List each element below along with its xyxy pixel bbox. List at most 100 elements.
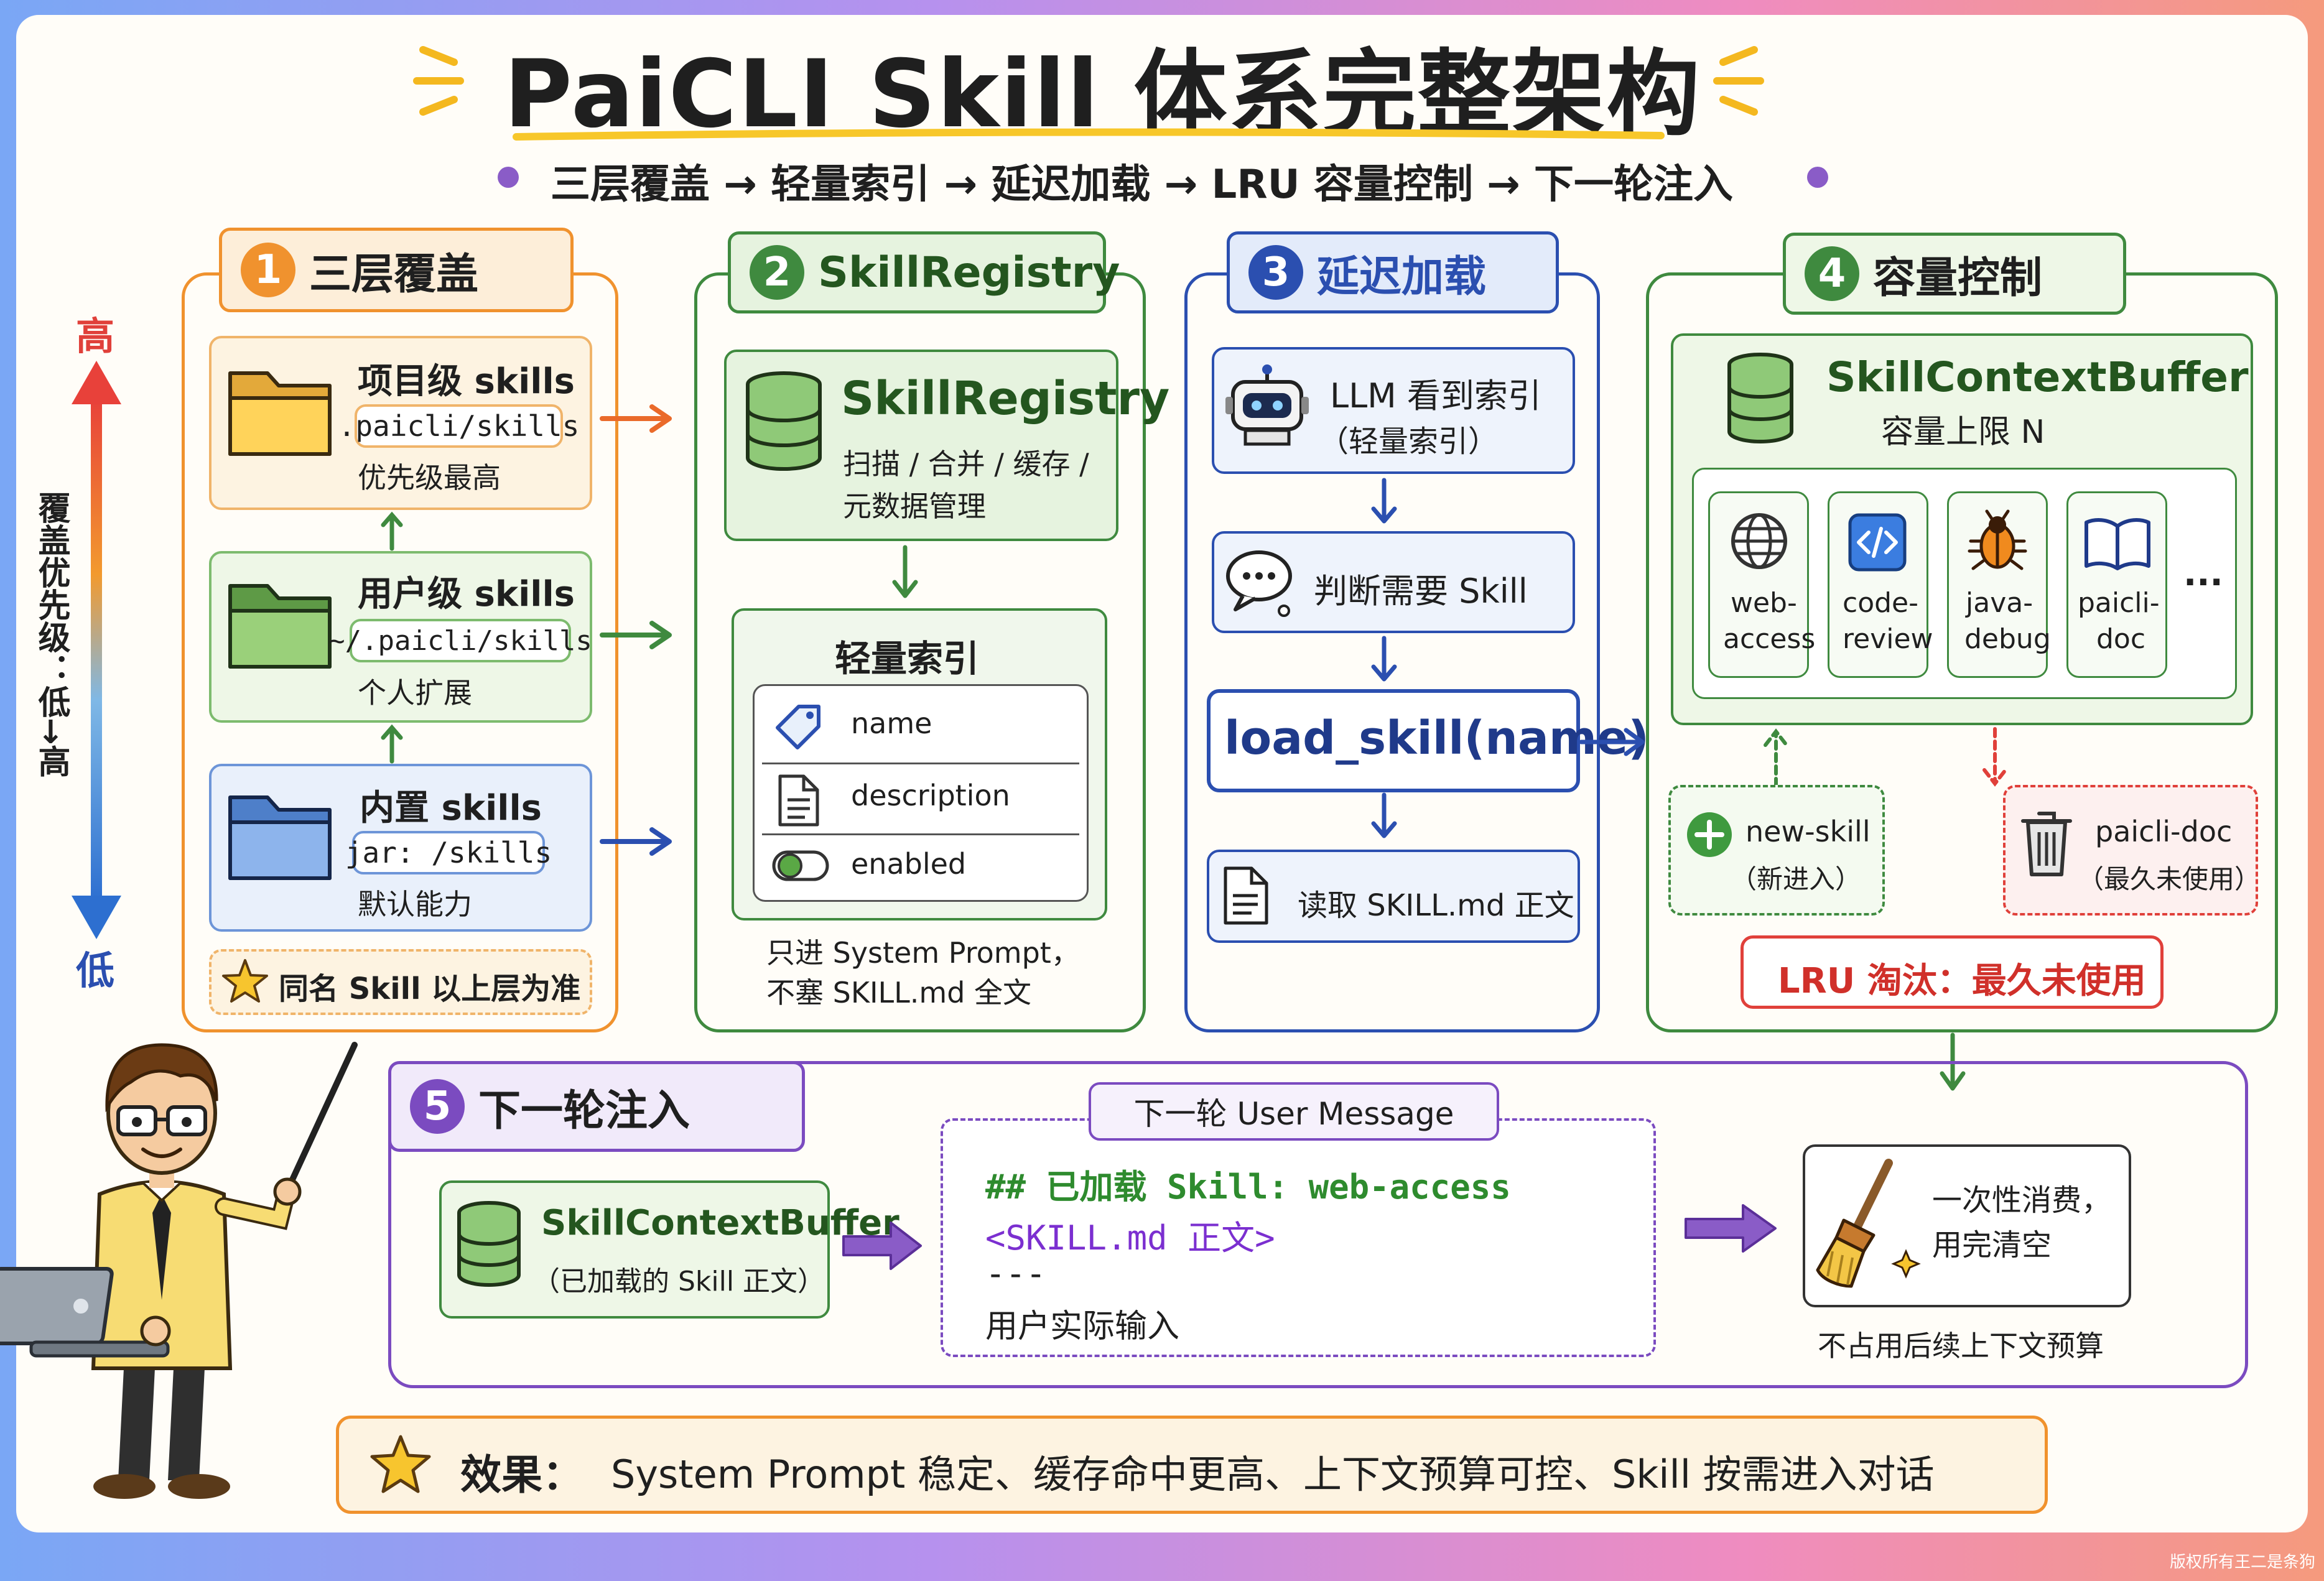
section-2-tab: 2 SkillRegistry <box>728 231 1120 313</box>
folder-yellow-icon <box>228 371 332 456</box>
tag-icon <box>776 705 820 749</box>
lru-eviction-text: LRU 淘汰：最久未使用 <box>1778 961 2146 1001</box>
folder-green-icon <box>228 584 332 669</box>
arrow-new-skill-up <box>1764 728 1788 788</box>
builtin-skills-desc: 默认能力 <box>358 888 472 921</box>
builtin-skills-title: 内置 skills <box>360 788 542 828</box>
index-divider <box>762 833 1079 835</box>
skill-slot-label: web- <box>1731 587 1797 619</box>
injection-database-icon <box>457 1201 521 1287</box>
evicted-skill-name: paicli-doc <box>2095 815 2233 848</box>
section-2-title: SkillRegistry <box>818 248 1120 297</box>
section-4-tab: 4 容量控制 <box>1783 233 2126 315</box>
registry-line1: 扫描 / 合并 / 缓存 / <box>843 447 1089 481</box>
arrow-buffer-to-message <box>842 1222 922 1270</box>
section-3-tab: 3 延迟加载 <box>1227 231 1559 313</box>
effect-text: System Prompt 稳定、缓存命中更高、上下文预算可控、Skill 按需… <box>611 1452 1935 1497</box>
plus-circle-icon <box>1687 812 1732 857</box>
priority-high-label: 高 <box>76 313 115 359</box>
step-decide-skill-text: 判断需要 Skill <box>1314 572 1528 611</box>
user-message-tab: 下一轮 User Message <box>1089 1082 1499 1141</box>
section-1-tab: 1 三层覆盖 <box>219 228 574 312</box>
bug-icon <box>1968 509 2027 570</box>
skill-slot-label: code- <box>1843 587 1918 619</box>
toggle-icon <box>772 850 829 881</box>
trash-icon <box>2021 812 2072 876</box>
priority-low-label: 低 <box>76 948 115 993</box>
subtitle-dot-right <box>1807 167 1828 188</box>
section-4-number: 4 <box>1805 246 1859 301</box>
section-5-number: 5 <box>410 1079 465 1134</box>
priority-axis-label: 覆盖优先级：低→高 <box>32 491 70 777</box>
section-1-title: 三层覆盖 <box>309 249 479 299</box>
effect-summary <box>336 1416 2048 1514</box>
user-skills-path: ~/.paicli/skills <box>328 619 592 662</box>
consume-note: 不占用后续上下文预算 <box>1818 1329 2104 1363</box>
section-4-title: 容量控制 <box>1873 253 2043 303</box>
effect-label: 效果： <box>460 1451 583 1499</box>
new-skill-card <box>1668 785 1885 916</box>
star-icon <box>222 959 268 1003</box>
skill-slot-label: doc <box>2096 623 2146 655</box>
arrow-user-to-registry <box>600 621 672 649</box>
star-icon <box>370 1435 431 1493</box>
step-load-skill <box>1207 689 1580 792</box>
title-underline <box>513 128 1665 141</box>
message-line-skill-body: <SKILL.md 正文> <box>985 1218 1275 1258</box>
index-note-1: 只进 System Prompt， <box>766 936 1080 970</box>
evicted-skill-sub: （最久未使用） <box>2078 864 2261 894</box>
user-skills-desc: 个人扩展 <box>358 676 472 710</box>
section-1-number: 1 <box>241 243 295 297</box>
section-5-tab: 5 下一轮注入 <box>388 1061 805 1152</box>
step-read-skill-md-text: 读取 SKILL.md 正文 <box>1298 888 1574 923</box>
book-icon <box>2085 518 2150 570</box>
arrow-step2-to-step3 <box>1371 636 1397 682</box>
section-5-title: 下一轮注入 <box>478 1086 690 1136</box>
title-spark-right-icon <box>1713 46 1764 116</box>
user-skills-title: 用户级 skills <box>358 574 575 614</box>
registry-database-icon <box>746 371 822 471</box>
project-skills-path: .paicli/skills <box>338 404 579 448</box>
watermark: 版权所有王二是条狗 <box>2169 1553 2315 1572</box>
arrow-load-to-buffer <box>1579 728 1645 756</box>
new-skill-sub: （新进入） <box>1731 864 1862 894</box>
message-line-separator: --- <box>985 1254 1046 1293</box>
arrow-evict-down <box>1982 727 2007 787</box>
broom-icon <box>1816 1159 1921 1288</box>
arrow-builtin-to-registry <box>600 827 672 856</box>
buffer-database-icon <box>1727 353 1793 443</box>
section-5-panel <box>388 1061 2248 1388</box>
chat-bubble-icon <box>1226 550 1292 617</box>
index-field-name: name <box>851 707 932 740</box>
skill-slot-label: paicli- <box>2078 587 2160 619</box>
skill-slot-label: access <box>1723 623 1816 655</box>
buffer-title: SkillContextBuffer <box>1826 353 2249 401</box>
index-divider <box>762 763 1079 764</box>
project-skills-desc: 优先级最高 <box>358 461 501 494</box>
consume-line1: 一次性消费， <box>1932 1183 2112 1218</box>
index-note-2: 不塞 SKILL.md 全文 <box>766 976 1032 1009</box>
step-read-skill-md <box>1207 850 1580 943</box>
index-field-description: description <box>851 779 1010 812</box>
arrow-message-to-consume <box>1685 1204 1777 1253</box>
step-llm-index-title: LLM 看到索引 <box>1330 376 1541 415</box>
skill-slot-label: debug <box>1964 623 2051 655</box>
section-2-number: 2 <box>750 245 804 300</box>
priority-arrow <box>72 361 121 939</box>
subtitle-dot-left <box>498 167 519 188</box>
user-message-card <box>941 1118 1656 1357</box>
index-title: 轻量索引 <box>835 638 980 680</box>
more-skills-ellipsis: ... <box>2183 554 2223 594</box>
presenter-illustration <box>0 1042 358 1499</box>
section-3-number: 3 <box>1248 245 1303 300</box>
skill-slot-label: review <box>1843 623 1933 655</box>
message-line-skill-header: ## 已加载 Skill: web-access <box>985 1167 1511 1207</box>
document-icon <box>778 774 819 827</box>
folder-blue-icon <box>228 795 332 880</box>
new-skill-name: new-skill <box>1745 815 1871 848</box>
registry-title: SkillRegistry <box>841 372 1170 425</box>
subtitle: 三层覆盖 → 轻量索引 → 延迟加载 → LRU 容量控制 → 下一轮注入 <box>551 162 1734 208</box>
arrow-registry-to-index <box>892 545 918 598</box>
lru-eviction-label <box>1741 935 2164 1009</box>
arrow-up-user-to-project <box>381 511 403 551</box>
